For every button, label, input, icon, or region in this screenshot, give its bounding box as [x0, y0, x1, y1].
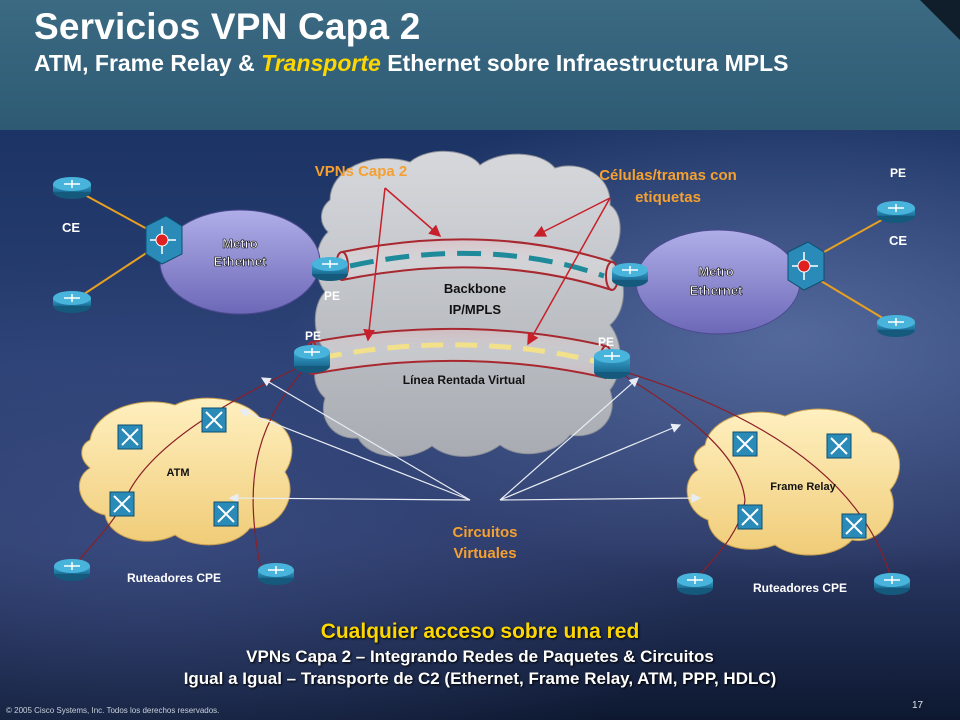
ethernet-switch-left	[145, 215, 183, 265]
slide-subtitle: ATM, Frame Relay & Transporte Ethernet s…	[34, 50, 914, 77]
atm-switch-3	[109, 491, 135, 517]
header-corner	[920, 0, 960, 40]
atm-switch-4	[213, 501, 239, 527]
fr-switch-3	[737, 504, 763, 530]
leased-line-label: Línea Rentada Virtual	[403, 373, 525, 387]
backbone-label-line2: IP/MPLS	[449, 302, 501, 317]
callout-cells-label-line2: etiquetas	[635, 189, 701, 206]
metro-ethernet-cloud-right	[635, 229, 801, 335]
ce-label-right: CE	[889, 233, 907, 248]
pe-label-metro-left: PE	[324, 289, 340, 303]
leased-line-dashed-path	[319, 342, 599, 365]
metro-ethernet-left-line1: Metro	[222, 236, 257, 251]
metro-ethernet-right-line2: Ethernet	[690, 283, 743, 298]
access-links	[71, 361, 893, 583]
slide-title: Servicios VPN Capa 2	[34, 6, 421, 47]
copyright-text: © 2005 Cisco Systems, Inc. Todos los der…	[6, 706, 220, 715]
metro-ethernet-right-line1: Metro	[698, 264, 733, 279]
callout-cells-label-line1: Células/tramas con	[599, 167, 737, 184]
router-ce-left-top	[53, 177, 91, 199]
router-ce-left-bottom	[53, 291, 91, 313]
router-cpe-fr-left	[677, 573, 713, 595]
page-number: 17	[912, 700, 924, 711]
footer-line-1: VPNs Capa 2 – Integrando Redes de Paquet…	[246, 647, 714, 666]
pe-label-top-right: PE	[890, 166, 906, 180]
subtitle-part2: Ethernet sobre Infraestructura MPLS	[380, 50, 789, 76]
metro-ethernet-left-line2: Ethernet	[214, 254, 267, 269]
router-pe-atm	[294, 345, 330, 373]
cpe-label-atm: Ruteadores CPE	[127, 571, 221, 585]
router-cpe-atm-left	[54, 559, 90, 581]
atm-switch-1	[117, 424, 143, 450]
router-ce-right-bottom	[877, 315, 915, 337]
footer-headline: Cualquier acceso sobre una red	[320, 620, 640, 643]
pe-label-frame-relay: PE	[598, 335, 614, 349]
router-ce-right-top	[877, 201, 915, 223]
router-pe-metro-left	[312, 257, 348, 281]
atm-switch-2	[201, 407, 227, 433]
callout-vpns-label: VPNs Capa 2	[315, 163, 408, 180]
subtitle-highlight: Transporte	[261, 50, 381, 76]
ethernet-switch-right	[787, 241, 825, 291]
callout-circuits-line2: Virtuales	[453, 545, 516, 562]
fr-switch-2	[826, 433, 852, 459]
cpe-label-frame-relay: Ruteadores CPE	[753, 581, 847, 595]
ce-label-left: CE	[62, 220, 80, 235]
ethernet-dashed-path	[349, 250, 605, 279]
frame-relay-label: Frame Relay	[770, 481, 836, 493]
subtitle-part1: ATM, Frame Relay &	[34, 50, 262, 76]
router-pe-metro-right	[612, 263, 648, 287]
fr-switch-1	[732, 431, 758, 457]
pe-label-atm: PE	[305, 329, 321, 343]
virtual-circuit-arrows	[228, 377, 702, 503]
footer-line-2: Igual a Igual – Transporte de C2 (Ethern…	[183, 669, 777, 688]
backbone-label-line1: Backbone	[444, 281, 506, 296]
router-cpe-atm-right	[258, 563, 294, 585]
fr-switch-4	[841, 513, 867, 539]
atm-label: ATM	[166, 467, 189, 479]
callout-arrows	[363, 187, 611, 346]
router-cpe-fr-right	[874, 573, 910, 595]
callout-circuits-line1: Circuitos	[452, 524, 517, 541]
slide-header: Servicios VPN Capa 2 ATM, Frame Relay & …	[0, 0, 960, 130]
router-pe-frame-relay	[594, 349, 630, 379]
